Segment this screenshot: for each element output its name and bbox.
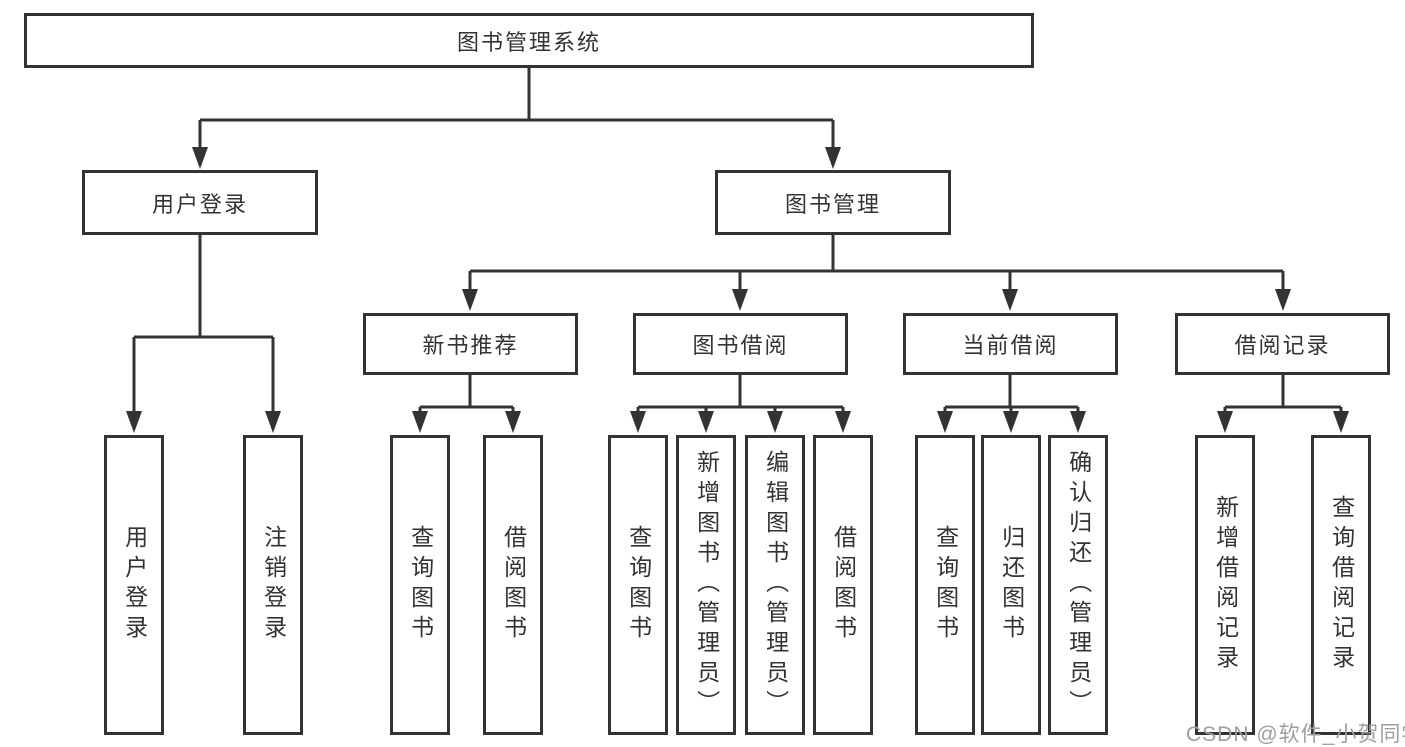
node-add-borrow-record-label: 新增借阅记录 — [1212, 495, 1239, 675]
arrowhead — [630, 411, 646, 433]
node-query-books-rec-label: 查询图书 — [407, 525, 434, 645]
node-root-label: 图书管理系统 — [456, 29, 601, 55]
arrowhead — [1275, 289, 1291, 311]
connector-current-borrow — [937, 375, 1086, 433]
node-query-books-current-label: 查询图书 — [932, 525, 959, 645]
node-query-books-rec: 查询图书 — [390, 435, 450, 735]
node-current-borrow: 当前借阅 — [903, 313, 1118, 375]
connector-path — [636, 375, 845, 414]
node-book-mgmt: 图书管理 — [715, 170, 951, 235]
node-add-book-admin-label: 新增图书（管理员） — [693, 450, 720, 720]
arrowhead — [732, 289, 748, 311]
connector-path — [943, 375, 1080, 414]
node-logout-leaf-label: 注销登录 — [260, 525, 287, 645]
node-user-login-leaf: 用户登录 — [104, 435, 164, 735]
node-borrow-records-label: 借阅记录 — [1234, 333, 1331, 358]
connector-book-mgmt — [462, 235, 1291, 311]
arrowhead — [937, 411, 953, 433]
connector-path — [1223, 375, 1343, 414]
arrowhead — [505, 411, 521, 433]
arrowhead — [265, 411, 281, 433]
node-edit-book-admin-label: 编辑图书（管理员） — [762, 450, 789, 720]
node-confirm-return-admin: 确认归还（管理员） — [1048, 435, 1108, 735]
arrowhead — [412, 411, 428, 433]
connector-path — [198, 68, 835, 150]
node-user-login: 用户登录 — [82, 170, 318, 235]
node-confirm-return-admin-label: 确认归还（管理员） — [1065, 450, 1092, 720]
arrowhead — [1333, 411, 1349, 433]
arrowhead — [698, 411, 714, 433]
node-book-borrow-label: 图书借阅 — [692, 333, 789, 358]
arrowhead — [192, 147, 208, 169]
node-add-book-admin: 新增图书（管理员） — [676, 435, 736, 735]
connector-path — [468, 235, 1285, 292]
node-query-borrow-record: 查询借阅记录 — [1311, 435, 1371, 735]
connector-path — [132, 235, 275, 414]
connector-book-borrow — [630, 375, 851, 433]
arrowhead — [767, 411, 783, 433]
connector-borrow-records — [1217, 375, 1349, 433]
node-book-mgmt-label: 图书管理 — [784, 191, 881, 217]
node-book-borrow: 图书借阅 — [633, 313, 848, 375]
node-borrow-books-rec-label: 借阅图书 — [500, 525, 527, 645]
node-user-login-leaf-label: 用户登录 — [121, 525, 148, 645]
arrowhead — [825, 147, 841, 169]
node-return-book: 归还图书 — [981, 435, 1041, 735]
arrowhead — [1217, 411, 1233, 433]
arrowhead — [1002, 289, 1018, 311]
node-borrow-book-leaf-label: 借阅图书 — [830, 525, 857, 645]
node-logout-leaf: 注销登录 — [243, 435, 303, 735]
node-root: 图书管理系统 — [24, 13, 1034, 68]
arrowhead — [126, 411, 142, 433]
node-query-books-borrow-label: 查询图书 — [625, 525, 652, 645]
connector-root — [192, 68, 841, 169]
node-query-borrow-record-label: 查询借阅记录 — [1328, 495, 1355, 675]
connector-user-login — [126, 235, 281, 433]
node-new-book-rec-label: 新书推荐 — [422, 333, 519, 358]
connector-new-book-rec — [412, 375, 521, 433]
node-query-books-current: 查询图书 — [915, 435, 975, 735]
node-add-borrow-record: 新增借阅记录 — [1195, 435, 1255, 735]
node-query-books-borrow: 查询图书 — [608, 435, 668, 735]
node-user-login-label: 用户登录 — [151, 191, 248, 217]
arrowhead — [462, 289, 478, 311]
node-borrow-records: 借阅记录 — [1175, 313, 1390, 375]
node-new-book-rec: 新书推荐 — [363, 313, 578, 375]
arrowhead — [835, 411, 851, 433]
node-edit-book-admin: 编辑图书（管理员） — [745, 435, 805, 735]
node-borrow-books-rec: 借阅图书 — [483, 435, 543, 735]
node-current-borrow-label: 当前借阅 — [962, 333, 1059, 358]
node-return-book-label: 归还图书 — [998, 525, 1025, 645]
arrowhead — [1003, 411, 1019, 433]
connector-path — [418, 375, 515, 414]
arrowhead — [1070, 411, 1086, 433]
node-borrow-book-leaf: 借阅图书 — [813, 435, 873, 735]
csdn-watermark: CSDN @软件_小贺同学 — [1186, 723, 1405, 746]
